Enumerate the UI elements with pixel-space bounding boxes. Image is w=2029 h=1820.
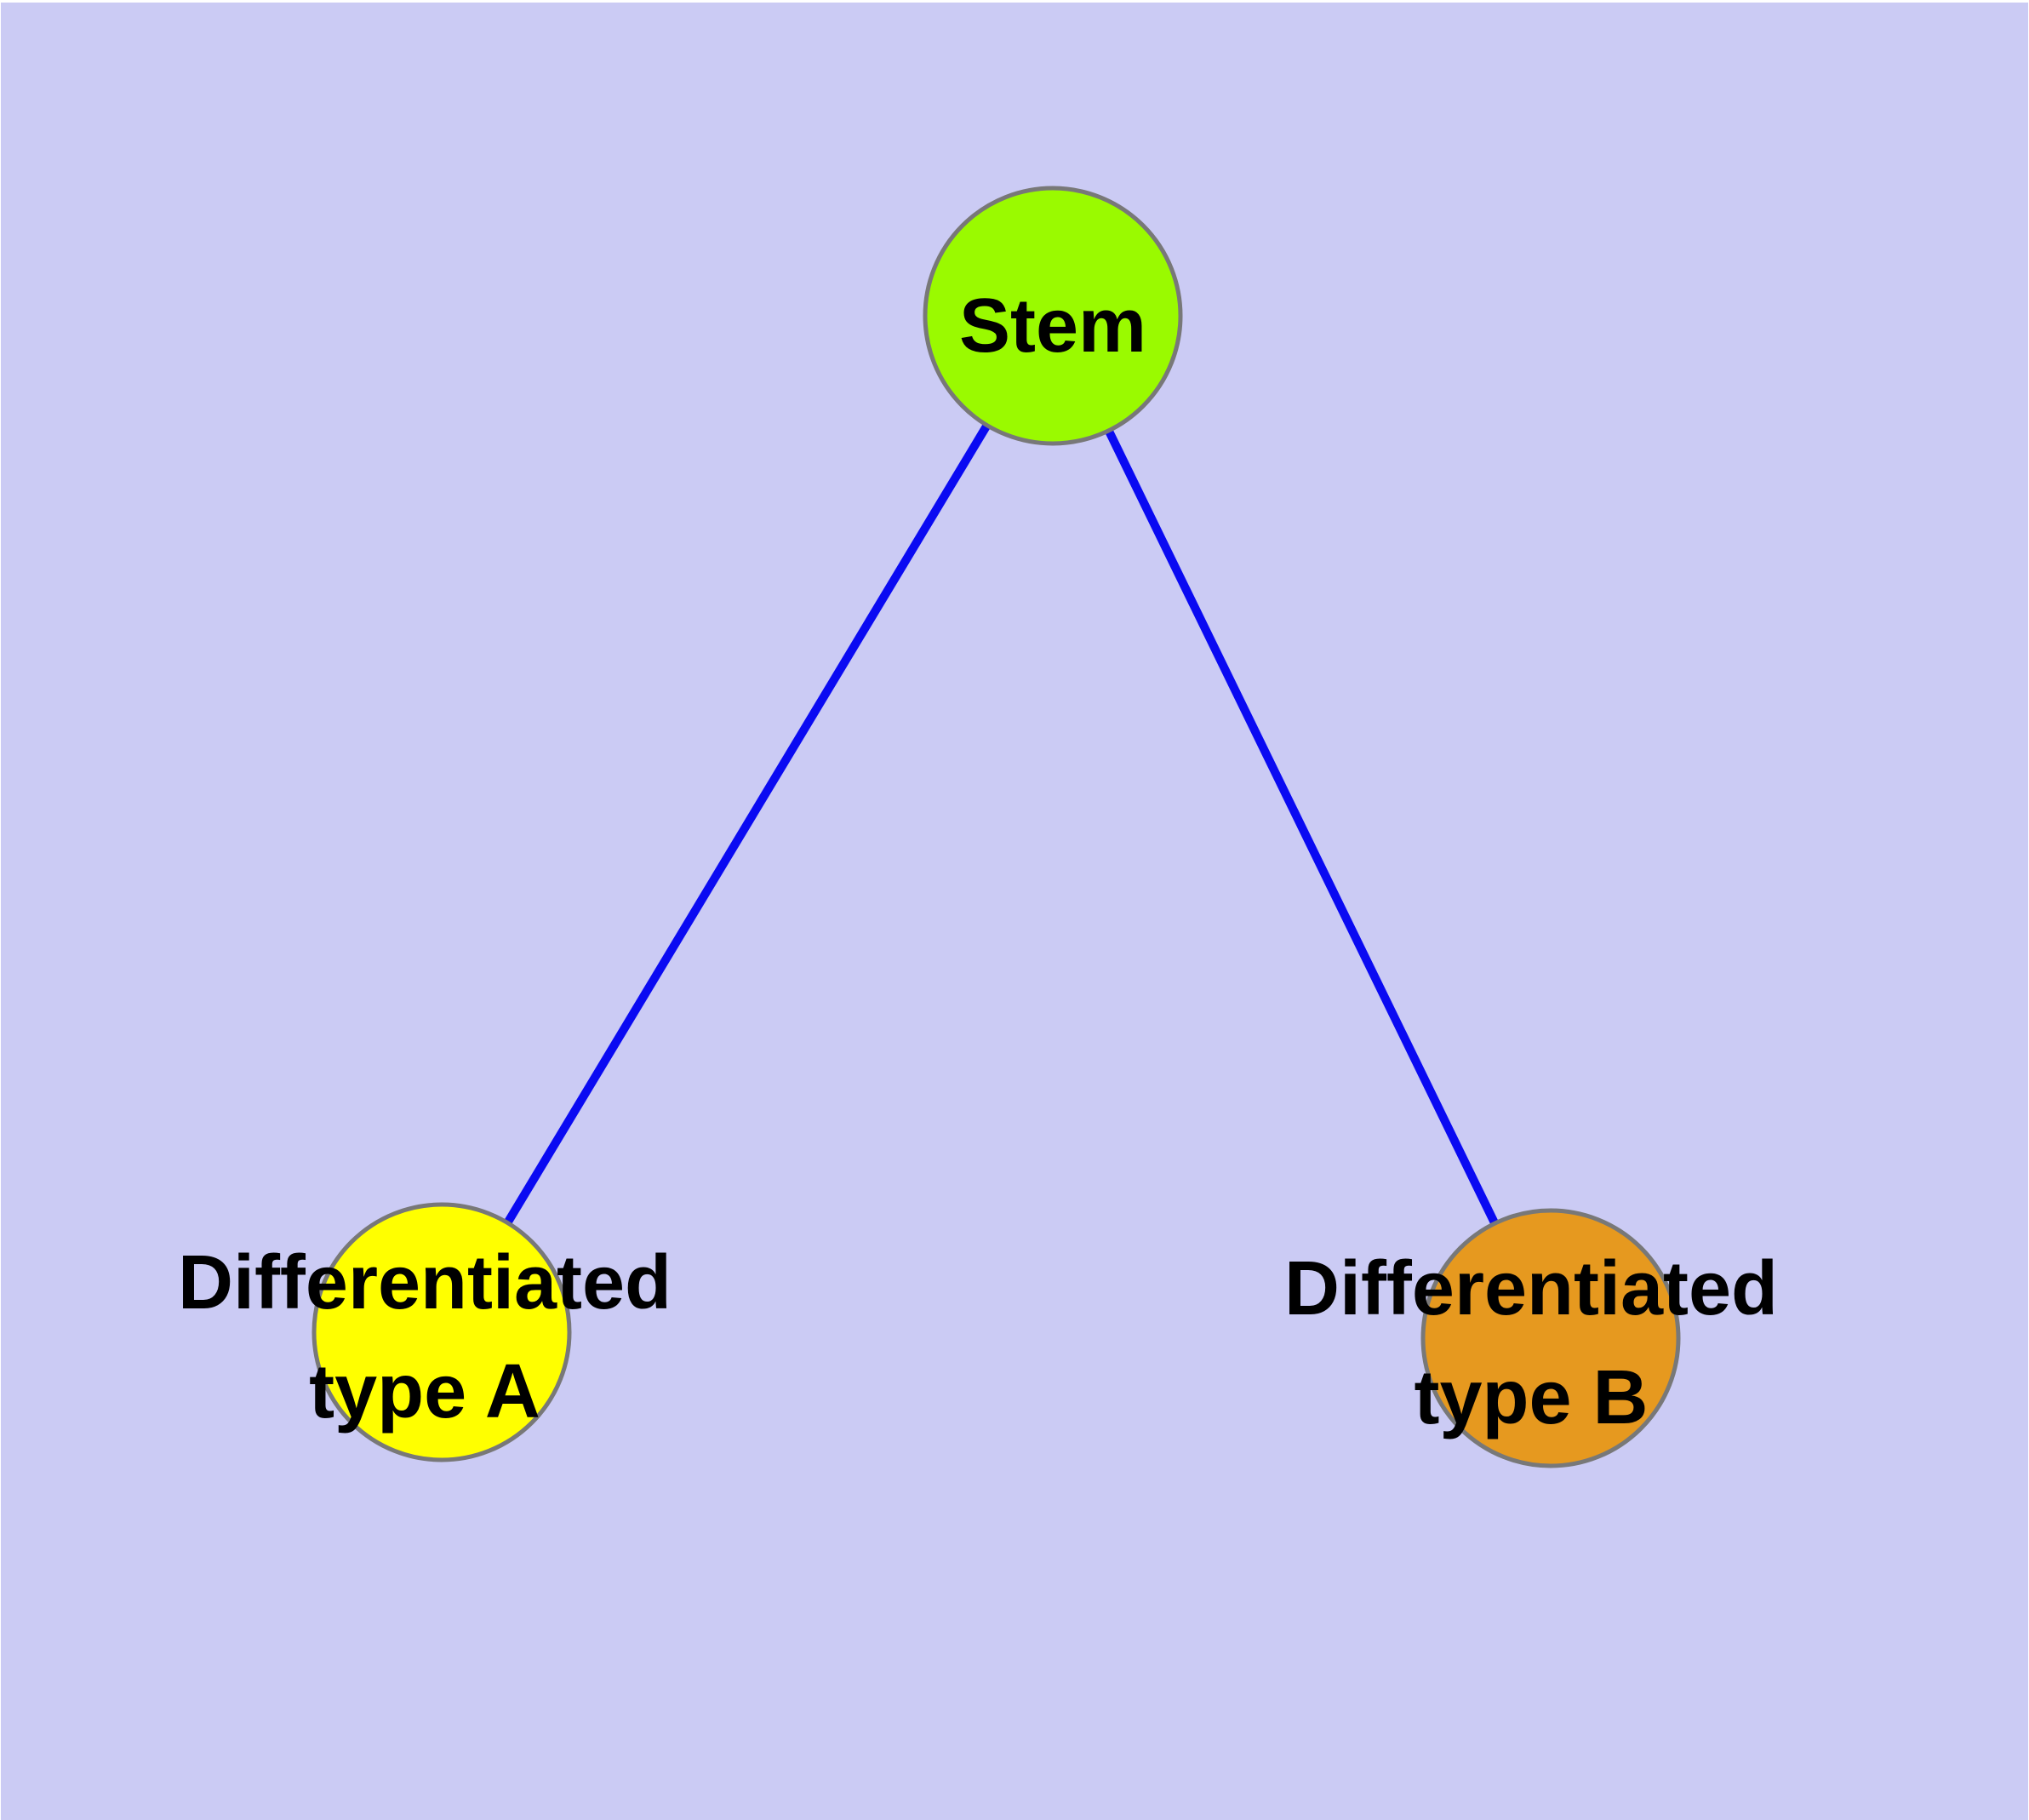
node-differentiated-type-a: [311, 1202, 572, 1462]
edge-stem-to-type-b: [1049, 313, 1555, 1341]
node-differentiated-type-a-label-line2: type A: [309, 1349, 540, 1434]
node-differentiated-type-b-label-line1: Differentiated: [1284, 1246, 1778, 1331]
edge-stem-to-type-a: [437, 313, 1057, 1335]
node-stem-label: Stem: [959, 283, 1146, 369]
node-stem: [923, 186, 1183, 446]
node-differentiated-type-b: [1420, 1208, 1681, 1468]
node-differentiated-type-a-label-line1: Differentiated: [178, 1240, 672, 1325]
node-differentiated-type-b-label-line2: type B: [1414, 1355, 1648, 1440]
